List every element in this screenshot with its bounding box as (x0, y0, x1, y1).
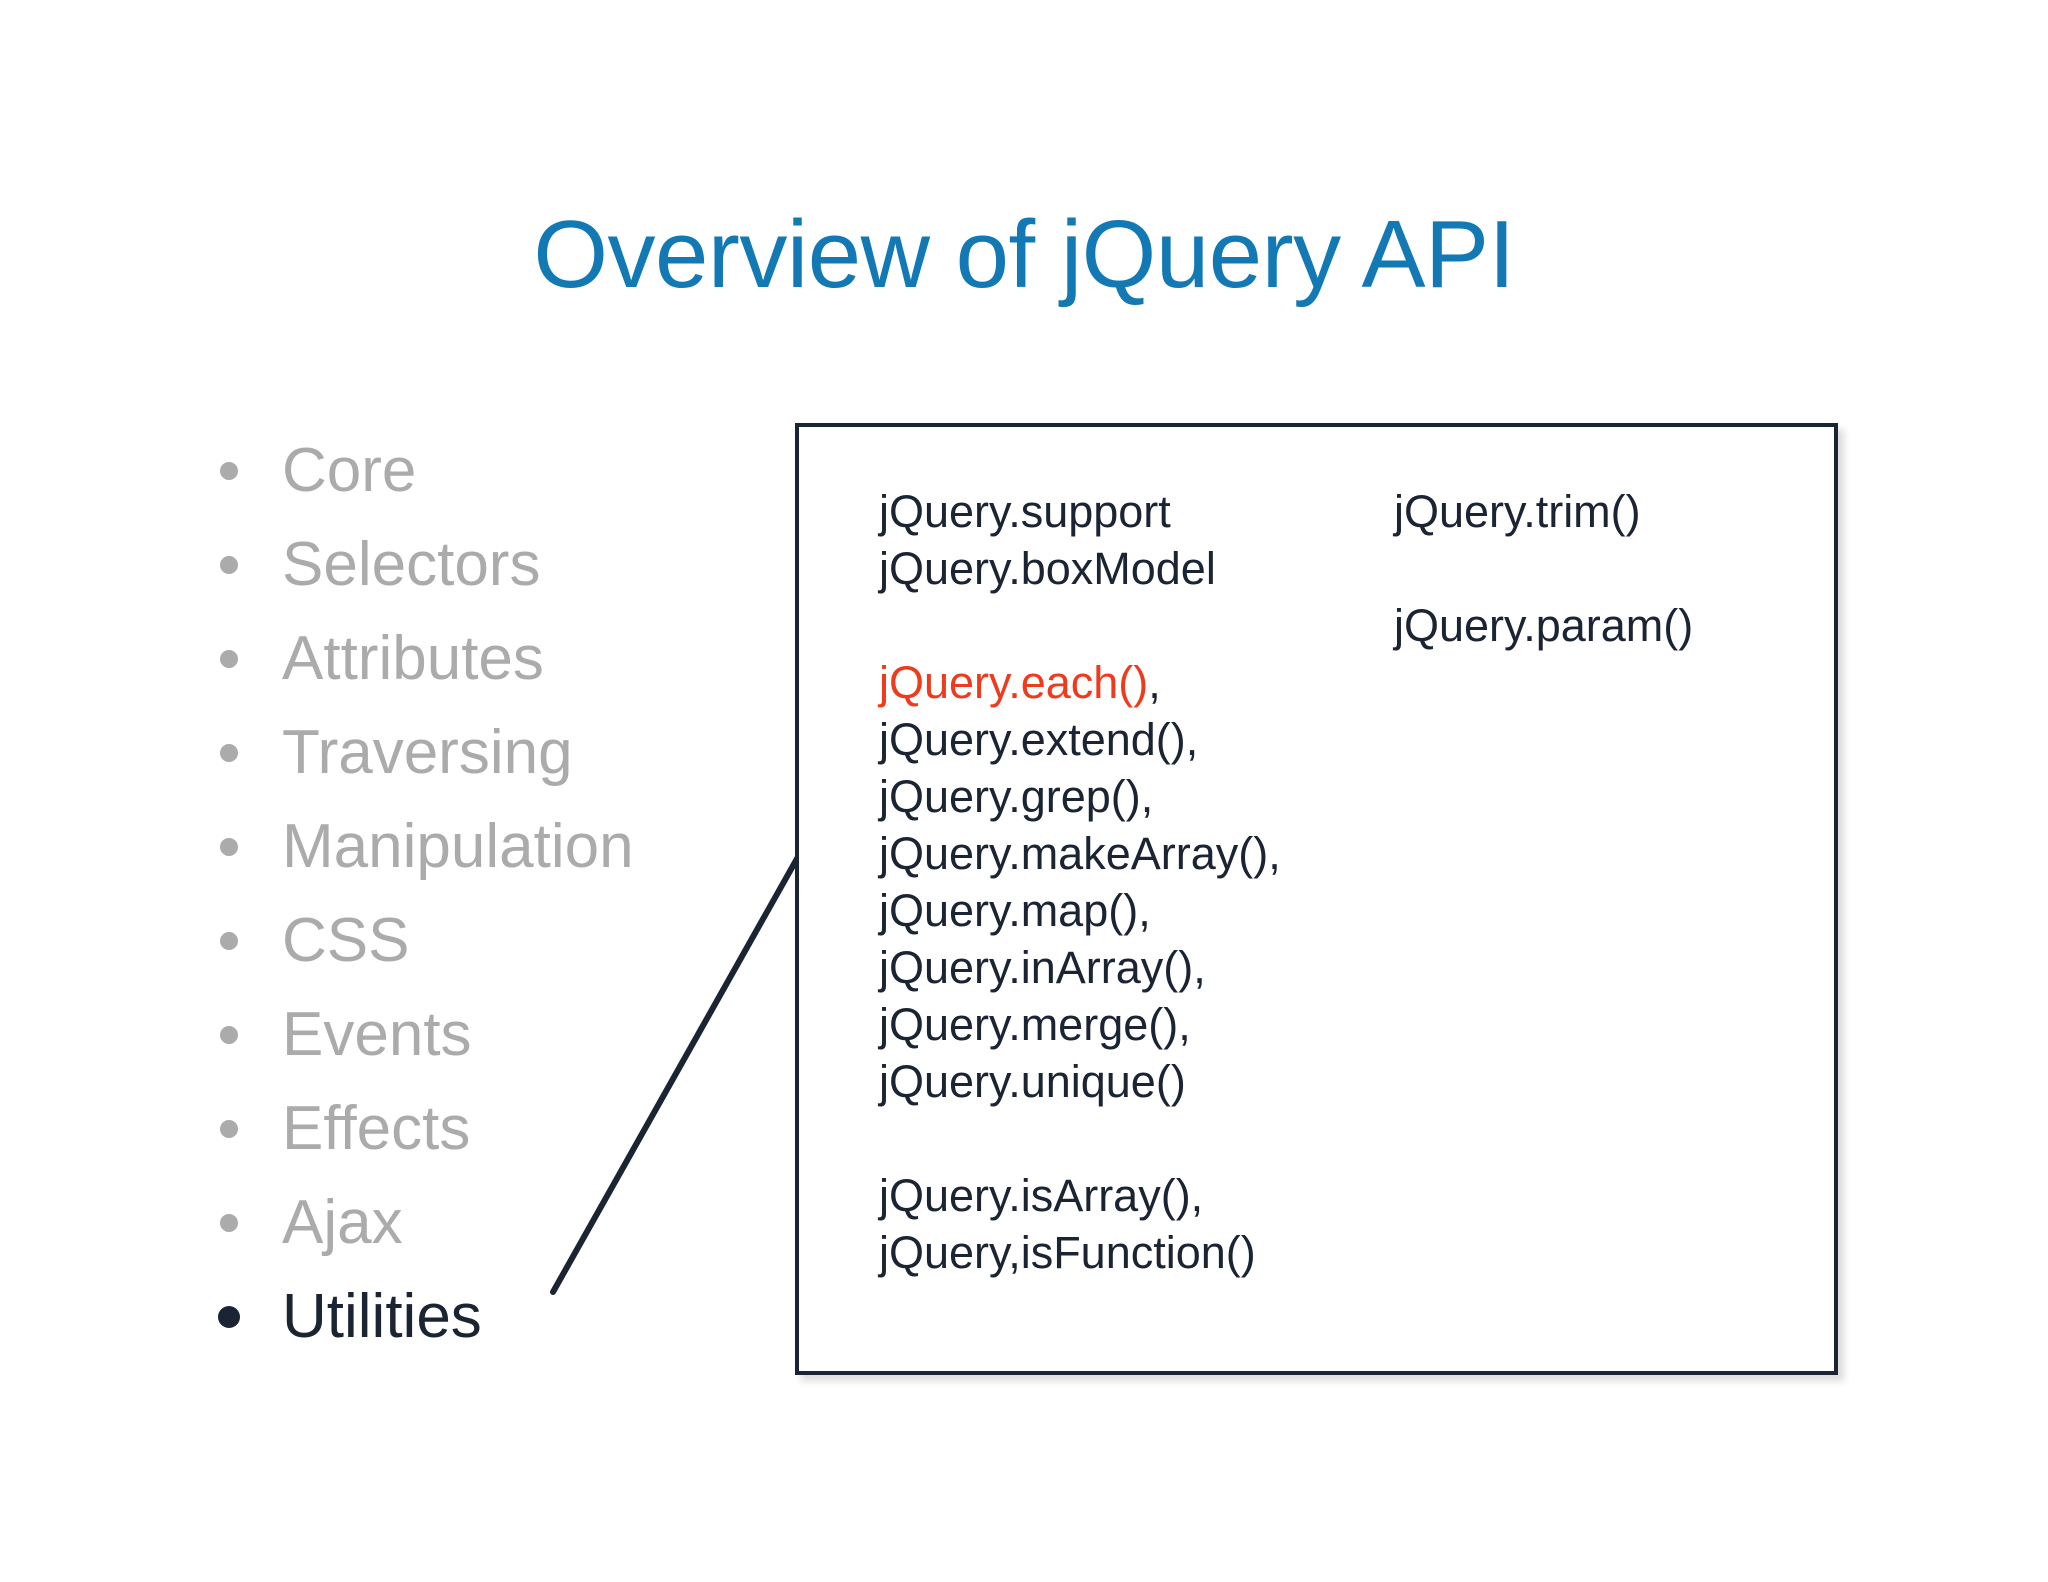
page-title: Overview of jQuery API (533, 201, 1515, 308)
bullet-dot-icon (220, 462, 238, 480)
api-entry: jQuery.map(), (879, 885, 1151, 936)
list-item-utilities[interactable]: Utilities (200, 1270, 760, 1364)
api-entry: jQuery.isArray(), (879, 1170, 1204, 1221)
api-entry: jQuery.boxModel (879, 543, 1216, 594)
topic-list: Core Selectors Attributes Traversing Man… (200, 424, 760, 1364)
bullet-dot-icon (220, 556, 238, 574)
list-item[interactable]: Effects (200, 1082, 760, 1176)
api-entry-highlight-comma: , (1148, 657, 1161, 708)
api-entry: jQuery.trim() (1394, 486, 1641, 537)
api-group-array-utils: jQuery.each(), jQuery.extend(), jQuery.g… (879, 654, 1281, 1110)
api-entry: jQuery.merge(), (879, 999, 1191, 1050)
api-column-right: jQuery.trim() jQuery.param() (1394, 483, 1693, 654)
list-item[interactable]: Manipulation (200, 800, 760, 894)
api-entry: jQuery.unique() (879, 1056, 1186, 1107)
list-item-label: Ajax (282, 1188, 403, 1257)
list-item[interactable]: Events (200, 988, 760, 1082)
list-item-label: Effects (282, 1094, 471, 1163)
bullet-dot-icon (220, 650, 238, 668)
list-item[interactable]: Ajax (200, 1176, 760, 1270)
list-item[interactable]: Selectors (200, 518, 760, 612)
api-entry-highlight-text: jQuery.each() (879, 657, 1149, 708)
list-item[interactable]: CSS (200, 894, 760, 988)
list-item[interactable]: Attributes (200, 612, 760, 706)
list-item-label: Utilities (282, 1282, 482, 1351)
bullet-dot-icon (218, 1306, 240, 1328)
api-group-type-checks: jQuery.isArray(), jQuery,isFunction() (879, 1167, 1281, 1281)
list-item-label: Manipulation (282, 812, 634, 881)
list-item-label: Attributes (282, 624, 544, 693)
list-item-label: Traversing (282, 718, 573, 787)
api-group-properties: jQuery.support jQuery.boxModel (879, 483, 1281, 597)
api-group-serialize-utils: jQuery.param() (1394, 597, 1693, 654)
bullet-dot-icon (220, 1214, 238, 1232)
api-entry: jQuery.extend(), (879, 714, 1199, 765)
api-entry: jQuery.support (879, 486, 1171, 537)
bullet-dot-icon (220, 1026, 238, 1044)
bullet-dot-icon (220, 1120, 238, 1138)
list-item-label: Selectors (282, 530, 541, 599)
api-entry-highlighted: jQuery.each(), (879, 654, 1281, 711)
api-column-left: jQuery.support jQuery.boxModel jQuery.ea… (879, 483, 1281, 1281)
api-entry: jQuery.param() (1394, 600, 1694, 651)
callout-content: jQuery.support jQuery.boxModel jQuery.ea… (799, 427, 1834, 1371)
list-item-label: Events (282, 1000, 472, 1069)
api-entry: jQuery.inArray(), (879, 942, 1206, 993)
bullet-dot-icon (220, 838, 238, 856)
api-entry: jQuery.grep(), (879, 771, 1154, 822)
list-item[interactable]: Core (200, 424, 760, 518)
bullet-dot-icon (220, 932, 238, 950)
list-item[interactable]: Traversing (200, 706, 760, 800)
list-item-label: Core (282, 436, 417, 505)
callout-box: jQuery.support jQuery.boxModel jQuery.ea… (795, 423, 1838, 1375)
api-entry: jQuery.makeArray(), (879, 828, 1281, 879)
list-item-label: CSS (282, 906, 410, 975)
api-entry: jQuery,isFunction() (879, 1227, 1256, 1278)
api-group-string-utils: jQuery.trim() (1394, 483, 1693, 540)
bullet-dot-icon (220, 744, 238, 762)
